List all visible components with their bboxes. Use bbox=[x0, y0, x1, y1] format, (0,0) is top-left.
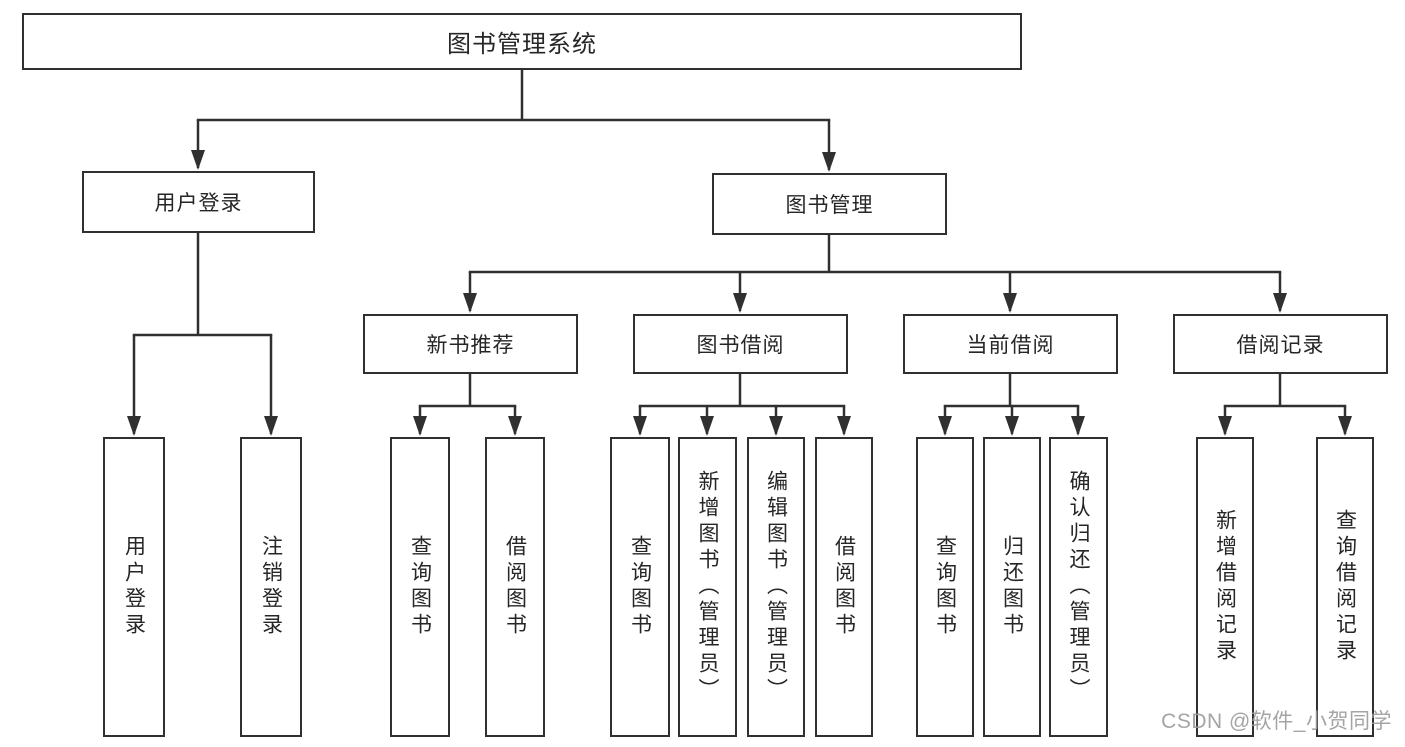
leaf-confirm-return-admin: 确认归还（管理员） bbox=[1049, 437, 1108, 737]
leaf-label: 借阅图书 bbox=[503, 535, 527, 639]
node-label: 新书推荐 bbox=[426, 334, 515, 357]
node-new-book-recommend: 新书推荐 bbox=[363, 314, 578, 374]
leaf-add-book-admin: 新增图书（管理员） bbox=[678, 437, 737, 737]
leaf-borrow-book-newbook: 借阅图书 bbox=[485, 437, 545, 737]
leaf-label: 查询图书 bbox=[933, 535, 957, 639]
leaf-label: 编辑图书（管理员） bbox=[764, 470, 788, 704]
node-borrow-record: 借阅记录 bbox=[1173, 314, 1388, 374]
leaf-label: 新增借阅记录 bbox=[1213, 509, 1237, 665]
leaf-label: 查询图书 bbox=[408, 535, 432, 639]
leaf-query-borrow-record: 查询借阅记录 bbox=[1316, 437, 1374, 737]
leaf-logout: 注销登录 bbox=[240, 437, 302, 737]
leaf-label: 归还图书 bbox=[1000, 535, 1024, 639]
leaf-label: 确认归还（管理员） bbox=[1067, 470, 1091, 704]
leaf-return-book: 归还图书 bbox=[983, 437, 1041, 737]
node-label: 图书管理 bbox=[785, 194, 874, 217]
node-label: 用户登录 bbox=[154, 192, 243, 215]
node-label: 借阅记录 bbox=[1236, 334, 1325, 357]
leaf-query-book-current: 查询图书 bbox=[916, 437, 974, 737]
node-book-management: 图书管理 bbox=[712, 173, 947, 235]
node-label: 当前借阅 bbox=[966, 334, 1055, 357]
leaf-label: 注销登录 bbox=[259, 535, 283, 639]
leaf-label: 借阅图书 bbox=[832, 535, 856, 639]
leaf-label: 新增图书（管理员） bbox=[696, 470, 720, 704]
leaf-label: 查询借阅记录 bbox=[1333, 509, 1357, 665]
node-root-system: 图书管理系统 bbox=[22, 13, 1022, 70]
node-label: 图书管理系统 bbox=[447, 31, 597, 58]
node-current-borrow: 当前借阅 bbox=[903, 314, 1118, 374]
node-book-borrow: 图书借阅 bbox=[633, 314, 848, 374]
node-label: 图书借阅 bbox=[696, 334, 785, 357]
leaf-query-book-newbook: 查询图书 bbox=[390, 437, 450, 737]
csdn-watermark: CSDN @软件_小贺同学 bbox=[1161, 710, 1392, 733]
leaf-query-book-borrow: 查询图书 bbox=[610, 437, 670, 737]
leaf-borrow-book: 借阅图书 bbox=[815, 437, 873, 737]
leaf-add-borrow-record: 新增借阅记录 bbox=[1196, 437, 1254, 737]
leaf-edit-book-admin: 编辑图书（管理员） bbox=[747, 437, 805, 737]
node-user-login: 用户登录 bbox=[82, 171, 315, 233]
leaf-label: 查询图书 bbox=[628, 535, 652, 639]
leaf-label: 用户登录 bbox=[122, 535, 146, 639]
leaf-user-login: 用户登录 bbox=[103, 437, 165, 737]
